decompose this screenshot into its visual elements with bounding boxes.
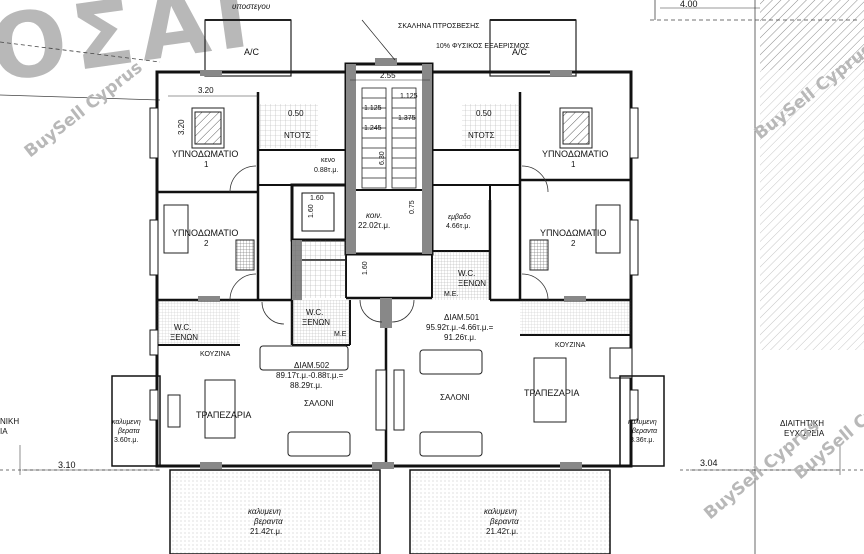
- bedroom1-right-no: 1: [571, 160, 576, 169]
- staircase: [361, 19, 417, 189]
- dim-1-125-a: 1.125: [364, 105, 382, 112]
- emvado-label: εμβαδο: [448, 214, 471, 221]
- tiled-floors: [157, 104, 631, 554]
- beds: [163, 107, 621, 271]
- common-label: κοιν.: [366, 211, 382, 220]
- top-note-label: υποστεγου: [232, 2, 271, 11]
- edge-right-line2: ΕΥΧΩΡΕΙΑ: [784, 429, 825, 438]
- veranda-bottom-right-2: βεραντα: [489, 517, 519, 526]
- veranda-side-left-2: βερατα: [117, 428, 141, 435]
- wc-left-line1: W.C.: [174, 323, 191, 332]
- dim-top-right: 4.00: [680, 0, 698, 9]
- dim-1-60-c: 1.60: [362, 261, 369, 275]
- flat502-result: 88.29τ.μ.: [290, 381, 322, 390]
- dim-6-30: 6.30: [379, 151, 386, 165]
- flat501-calc: 95.92τ.μ.-4.66τ.μ.=: [426, 323, 494, 332]
- ac-label-right: A/C: [512, 47, 528, 57]
- common-area: 22.02τ.μ.: [358, 221, 390, 230]
- dining-left: ΤΡΑΠΕΖΑΡΙΑ: [196, 410, 251, 420]
- staircase-label: ΣΚΑΛΗΝΑ ΠΤΡΟΣΒΕΣΗΣ: [398, 23, 480, 30]
- kitchen-left: ΚΟΥΖΙΝΑ: [200, 351, 231, 358]
- bedroom2-right-name: ΥΠΝΟΔΩΜΑΤΙΟ: [540, 228, 606, 238]
- plan-labels: υποστεγου 4.00 ΣΚΑΛΗΝΑ ΠΤΡΟΣΒΕΣΗΣ 10% ΦΥ…: [0, 0, 825, 536]
- flat501-result: 91.26τ.μ.: [444, 333, 476, 342]
- shower-label-left: ΝΤΟΤΣ: [284, 131, 311, 140]
- hatched-border-right: [760, 0, 864, 350]
- watermark-stamp: ΟΣΑΙ: [0, 0, 261, 103]
- emvado-area: 4.66τ.μ.: [446, 223, 470, 230]
- veranda-bottom-left-3: 21.42τ.μ.: [250, 527, 282, 536]
- wc-left-line2: ΞΕΝΩΝ: [170, 333, 198, 342]
- dim-0-50-left: 0.50: [288, 109, 304, 118]
- kitchen-right: ΚΟΥΖΙΝΑ: [555, 342, 586, 349]
- bedroom1-left-name: ΥΠΝΟΔΩΜΑΤΙΟ: [172, 149, 238, 159]
- dim-3-10: 3.10: [58, 460, 76, 470]
- veranda-side-right-2: βεραντα: [631, 428, 658, 435]
- wc-right-line1: W.C.: [458, 269, 475, 278]
- void-label: κενο: [321, 157, 335, 164]
- bedroom2-left-name: ΥΠΝΟΔΩΜΑΤΙΟ: [172, 228, 238, 238]
- edge-right-line1: ΔΙΑΙΤΗΤΙΚΗ: [780, 419, 824, 428]
- dim-1-125-b: 1.125: [400, 93, 418, 100]
- bedroom2-right-no: 2: [571, 239, 576, 248]
- ventilation-label: 10% ΦΥΣΙΚΟΣ ΕΞΑΕΡΙΣΜΟΣ: [436, 43, 530, 50]
- dim-stair-width: 2.55: [380, 71, 396, 80]
- dim-1-245: 1.245: [364, 125, 382, 132]
- flat502-calc: 89.17τ.μ.-0.88τ.μ.=: [276, 371, 344, 380]
- dim-3-04: 3.04: [700, 458, 718, 468]
- dim-3-20-side: 3.20: [177, 119, 186, 135]
- dim-1-60-a: 1.60: [310, 195, 324, 202]
- void-area: 0.88τ.μ.: [314, 167, 338, 174]
- me-right: M.E.: [444, 291, 458, 298]
- dim-3-20-top: 3.20: [198, 86, 214, 95]
- dimension-lines: [22, 7, 840, 471]
- bedroom1-left-no: 1: [204, 160, 209, 169]
- door-swings: [229, 165, 549, 325]
- wc-right-line2: ΞΕΝΩΝ: [458, 279, 486, 288]
- living-right: ΣΑΛΟΝΙ: [440, 393, 470, 402]
- veranda-side-right-3: 3.36τ.μ.: [630, 437, 654, 444]
- veranda-bottom-left-2: βεραντα: [253, 517, 283, 526]
- dining-right: ΤΡΑΠΕΖΑΡΙΑ: [524, 388, 579, 398]
- shower-label-right: ΝΤΟΤΣ: [468, 131, 495, 140]
- veranda-bottom-right-3: 21.42τ.μ.: [486, 527, 518, 536]
- dim-1-375: 1.375: [398, 115, 416, 122]
- wc-mid-line2: ΞΕΝΩΝ: [302, 318, 330, 327]
- dim-1-60-b: 1.60: [308, 204, 315, 218]
- dim-0-75: 0.75: [409, 200, 416, 214]
- veranda-side-left-3: 3.60τ.μ.: [114, 437, 138, 444]
- edge-left-line1: ΝΙΚΗ: [0, 417, 19, 426]
- living-furniture: [167, 345, 567, 457]
- veranda-side-right-1: καλυμενη: [628, 419, 657, 426]
- flat501-title: ΔΙΑΜ.501: [444, 313, 480, 322]
- veranda-side-left-1: καλυμενη: [112, 419, 141, 426]
- bottom-verandas: [111, 375, 665, 554]
- windows: [149, 107, 639, 421]
- bedroom2-left-no: 2: [204, 239, 209, 248]
- veranda-bottom-right-1: καλυμενη: [484, 507, 517, 516]
- flat502-title: ΔΙΑΜ.502: [294, 361, 330, 370]
- edge-left-line2: ΙΑ: [0, 427, 8, 436]
- bedroom1-right-name: ΥΠΝΟΔΩΜΑΤΙΟ: [542, 149, 608, 159]
- living-left: ΣΑΛΟΝΙ: [304, 399, 334, 408]
- veranda-bottom-left-1: καλυμενη: [248, 507, 281, 516]
- wc-mid-line1: W.C.: [306, 308, 323, 317]
- dim-0-50-right: 0.50: [476, 109, 492, 118]
- top-balconies: [204, 19, 577, 77]
- me-mid: M.E: [334, 331, 347, 338]
- ac-label-left: A/C: [244, 47, 260, 57]
